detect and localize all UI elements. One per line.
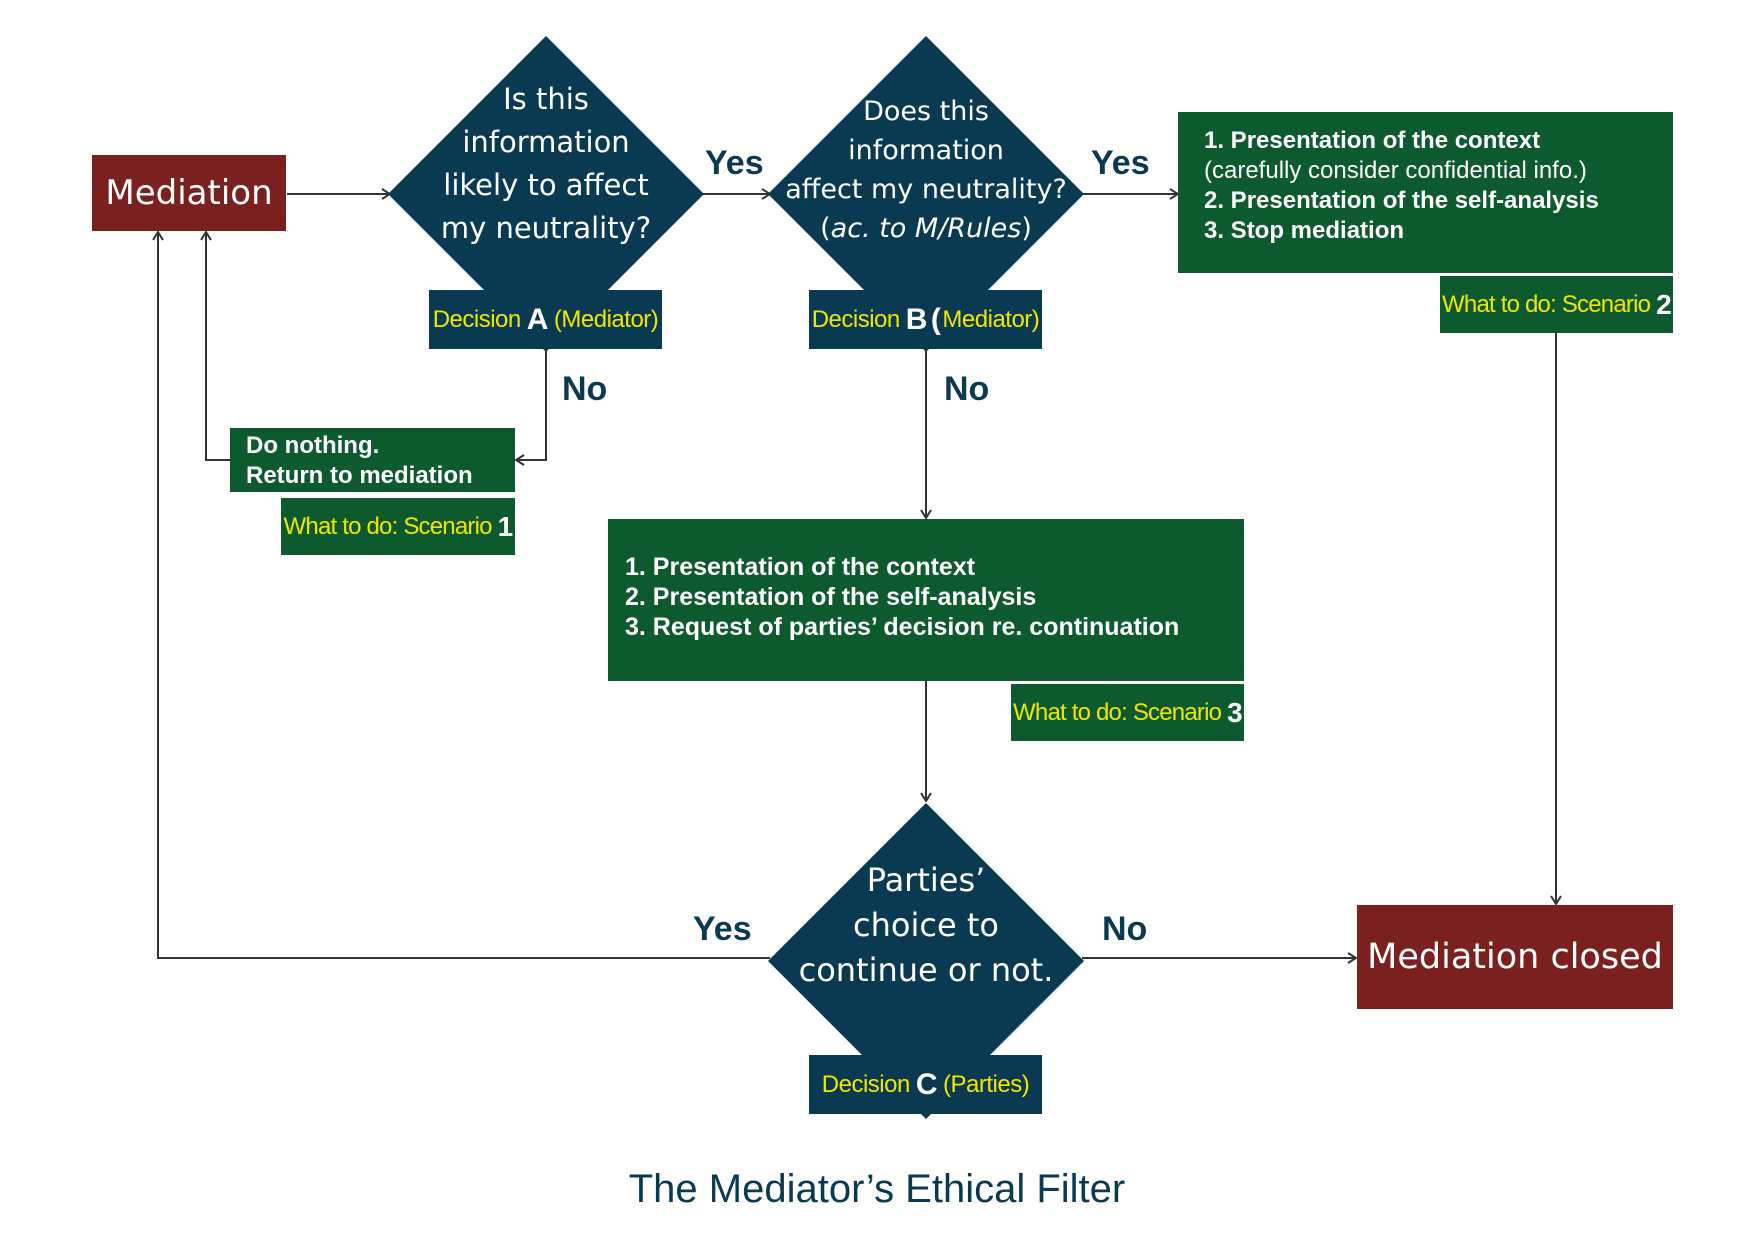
scenario-2-tag-number: 2: [1656, 288, 1672, 320]
decision-c-tag: Decision C (Parties): [809, 1055, 1042, 1114]
scenario-3-tag-text: What to do: Scenario: [1013, 698, 1222, 726]
decision-b-diamond: [768, 36, 1084, 352]
edge-label-a-yes: Yes: [705, 144, 764, 182]
edge-label-a-no: No: [562, 370, 608, 408]
decision-b-tag-prefix: Decision: [811, 305, 901, 333]
arrow-c-yes-to-mediation: [158, 232, 770, 959]
mediation-label: Mediation: [105, 173, 273, 213]
scenario-3-line: 1. Presentation of the context: [625, 553, 976, 581]
scenario-3-line: 3. Request of parties’ decision re. cont…: [625, 613, 1180, 641]
mediation-start-node: Mediation: [92, 155, 286, 231]
scenario-2-tag: What to do: Scenario 2: [1440, 276, 1673, 333]
decision-b-question: Does this information affect my neutrali…: [776, 92, 1076, 248]
decision-b-tag-paren: (: [930, 302, 941, 336]
decision-c-line: continue or not.: [798, 951, 1054, 989]
edge-label-b-no: No: [944, 370, 990, 408]
decision-a-tag-prefix: Decision: [432, 305, 522, 333]
decision-c-tag-prefix: Decision: [821, 1070, 911, 1098]
scenario-1-tag-number: 1: [497, 510, 514, 542]
decision-a-line: likely to affect: [443, 168, 649, 202]
scenario-2-line: 3. Stop mediation: [1204, 217, 1405, 244]
decision-c-tag-suffix: (Parties): [943, 1070, 1030, 1098]
scenario-3-line: 2. Presentation of the self-analysis: [625, 583, 1037, 611]
decision-c-question: Parties’ choice to continue or not.: [786, 858, 1066, 993]
decision-b-rules-ref: ac. to M/Rules: [830, 213, 1022, 244]
decision-a-tag-suffix: (Mediator): [553, 305, 659, 333]
scenario-1-actions: Do nothing. Return to mediation: [230, 428, 515, 492]
decision-b-close-paren: ): [1021, 213, 1032, 244]
decision-c-diamond: [768, 803, 1084, 1119]
mediation-closed-node: Mediation closed: [1357, 905, 1673, 1009]
decision-b-tag-letter: B: [905, 302, 928, 336]
decision-a-diamond: [388, 36, 704, 352]
decision-b-tag-suffix: Mediator): [942, 305, 1040, 333]
scenario-3-actions: 1. Presentation of the context 2. Presen…: [608, 519, 1244, 681]
decision-c-line: Parties’: [866, 861, 986, 899]
scenario-1-tag-text: What to do: Scenario: [283, 512, 493, 540]
decision-b-tag: Decision B ( Mediator): [809, 290, 1042, 349]
arrow-a-no-to-scenario-1: [516, 350, 547, 460]
decision-c-line: choice to: [853, 906, 999, 944]
decision-c-tag-letter: C: [915, 1067, 938, 1101]
scenario-2-line: 1. Presentation of the context: [1204, 127, 1541, 154]
mediation-closed-label: Mediation closed: [1367, 937, 1663, 977]
decision-a-tag: Decision A (Mediator): [429, 290, 662, 349]
scenario-2-line: 2. Presentation of the self-analysis: [1204, 187, 1599, 214]
decision-a-tag-letter: A: [526, 302, 549, 336]
scenario-1-tag: What to do: Scenario 1: [281, 498, 515, 555]
scenario-2-actions: 1. Presentation of the context (carefull…: [1178, 112, 1673, 273]
decision-b-line: information: [848, 135, 1004, 166]
decision-a-line: information: [462, 125, 630, 159]
decision-a-line: my neutrality?: [440, 211, 652, 245]
scenario-2-tag-text: What to do: Scenario: [1442, 290, 1651, 318]
decision-b-rules-line: (ac. to M/Rules): [776, 209, 1076, 248]
edge-label-c-no: No: [1102, 910, 1148, 948]
decision-b-line: Does this: [863, 96, 989, 127]
edge-label-b-yes: Yes: [1091, 144, 1150, 182]
scenario-2-line: (carefully consider confidential info.): [1204, 157, 1587, 184]
decision-b-line: affect my neutrality?: [785, 174, 1067, 205]
scenario-1-line: Do nothing.: [246, 432, 380, 459]
decision-a-line: Is this: [503, 82, 589, 116]
decision-a-question: Is this information likely to affect my …: [400, 78, 692, 250]
scenario-3-tag: What to do: Scenario 3: [1011, 684, 1244, 741]
decision-b-open-paren: (: [820, 213, 831, 244]
scenario-3-tag-number: 3: [1227, 696, 1243, 728]
diagram-title: The Mediator’s Ethical Filter: [628, 1167, 1126, 1211]
arrow-scenario-1-to-mediation: [206, 232, 230, 461]
scenario-1-line: Return to mediation: [246, 462, 473, 489]
edge-label-c-yes: Yes: [693, 910, 752, 948]
